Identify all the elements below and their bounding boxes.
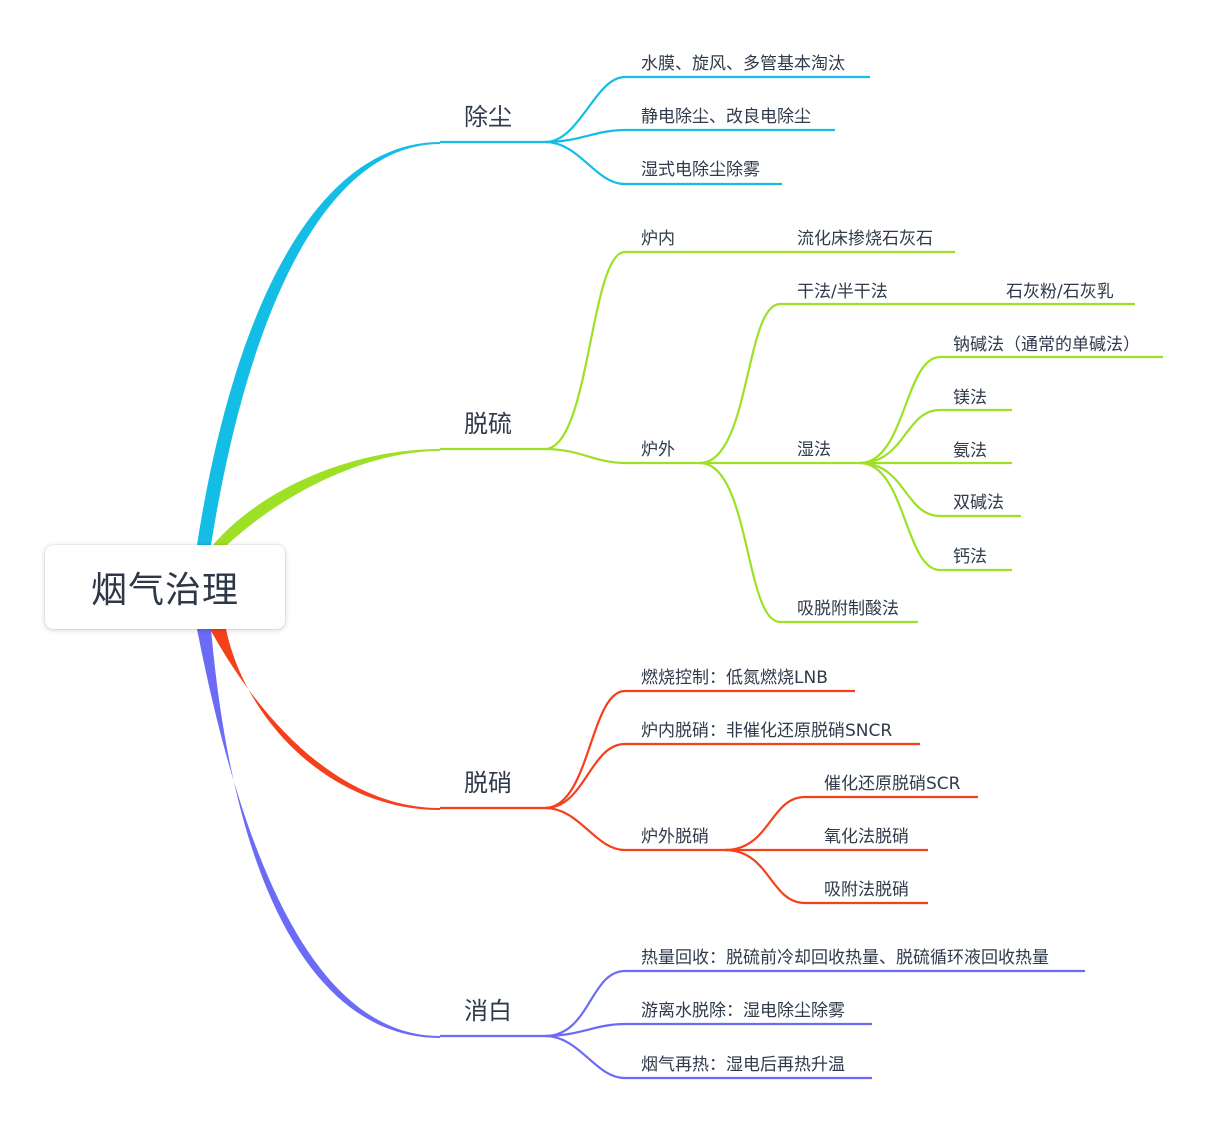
white-edge-2 <box>544 1022 872 1038</box>
node-dust-child-2[interactable]: 静电除尘、改良电除尘 <box>641 107 811 127</box>
dust-edge-2 <box>544 128 835 144</box>
node-dust-child-3[interactable]: 湿式电除尘除雾 <box>641 160 760 180</box>
denitr-outer-edge-3 <box>724 848 928 905</box>
denitr-edge-2 <box>544 742 920 810</box>
wet-edge-1 <box>859 355 1163 465</box>
desulfur-connectors <box>440 250 1163 624</box>
trunk-denitr <box>210 629 440 810</box>
node-wet-child-4[interactable]: 双碱法 <box>953 493 1004 513</box>
node-desulfur-inner-child[interactable]: 流化床掺烧石灰石 <box>797 229 933 249</box>
dust-edge-1 <box>544 75 870 144</box>
wet-edge-5 <box>859 461 1012 572</box>
node-wet-child-1[interactable]: 钠碱法（通常的单碱法） <box>953 335 1140 355</box>
trunk-dust <box>197 142 440 545</box>
node-wet-child-5[interactable]: 钙法 <box>953 547 987 567</box>
desulfur-edge-adsorb <box>699 461 918 624</box>
node-white-child-2[interactable]: 游离水脱除：湿电除尘除雾 <box>641 1001 845 1021</box>
desulfur-edge-outer <box>544 447 700 465</box>
node-desulfur-dry-child[interactable]: 石灰粉/石灰乳 <box>1006 282 1114 302</box>
desulfur-edge-inner <box>544 250 700 451</box>
node-denitr-outer-child-2[interactable]: 氧化法脱硝 <box>824 827 909 847</box>
white-connectors <box>440 969 1085 1080</box>
root-node-label[interactable]: 烟气治理 <box>90 570 239 611</box>
denitr-connectors <box>440 689 978 905</box>
node-wet-child-2[interactable]: 镁法 <box>953 388 987 408</box>
node-white-child-1[interactable]: 热量回收：脱硫前冷却回收热量、脱硫循环液回收热量 <box>641 948 1049 968</box>
trunk-desulfur <box>213 449 440 545</box>
node-desulfur-dry[interactable]: 干法/半干法 <box>797 282 888 302</box>
denitr-outer-edge-1 <box>724 795 978 852</box>
node-dust-child-1[interactable]: 水膜、旋风、多管基本淘汰 <box>641 54 845 74</box>
node-wet-child-3[interactable]: 氨法 <box>953 441 987 461</box>
white-edge-1 <box>544 969 1085 1038</box>
trunk-white <box>197 629 440 1038</box>
root-node-box[interactable] <box>45 545 285 629</box>
wet-edge-2 <box>859 408 1012 465</box>
node-denitr-outer[interactable]: 炉外脱硝 <box>641 827 709 847</box>
node-desulfur[interactable]: 脱硫 <box>464 410 512 438</box>
dust-edge-3 <box>544 140 782 186</box>
node-desulfur-inner[interactable]: 炉内 <box>641 229 675 249</box>
node-denitr-outer-child-1[interactable]: 催化还原脱硝SCR <box>824 774 961 794</box>
node-white[interactable]: 消白 <box>464 997 512 1025</box>
desulfur-edge-dry <box>699 302 905 465</box>
node-dust[interactable]: 除尘 <box>464 103 512 131</box>
node-denitr-child-2[interactable]: 炉内脱硝：非催化还原脱硝SNCR <box>641 721 893 741</box>
node-white-child-3[interactable]: 烟气再热：湿电后再热升温 <box>641 1055 845 1075</box>
denitr-edge-1 <box>544 689 855 810</box>
node-desulfur-adsorb[interactable]: 吸脱附制酸法 <box>797 599 899 619</box>
node-denitr[interactable]: 脱硝 <box>464 769 512 797</box>
dust-connectors <box>440 75 870 186</box>
white-edge-3 <box>544 1034 872 1080</box>
node-denitr-outer-child-3[interactable]: 吸附法脱硝 <box>824 880 909 900</box>
node-desulfur-wet[interactable]: 湿法 <box>797 440 831 460</box>
node-denitr-child-1[interactable]: 燃烧控制：低氮燃烧LNB <box>641 668 828 688</box>
wet-edge-4 <box>859 461 1021 518</box>
node-desulfur-outer[interactable]: 炉外 <box>641 440 675 460</box>
denitr-edge-outer <box>544 806 725 852</box>
